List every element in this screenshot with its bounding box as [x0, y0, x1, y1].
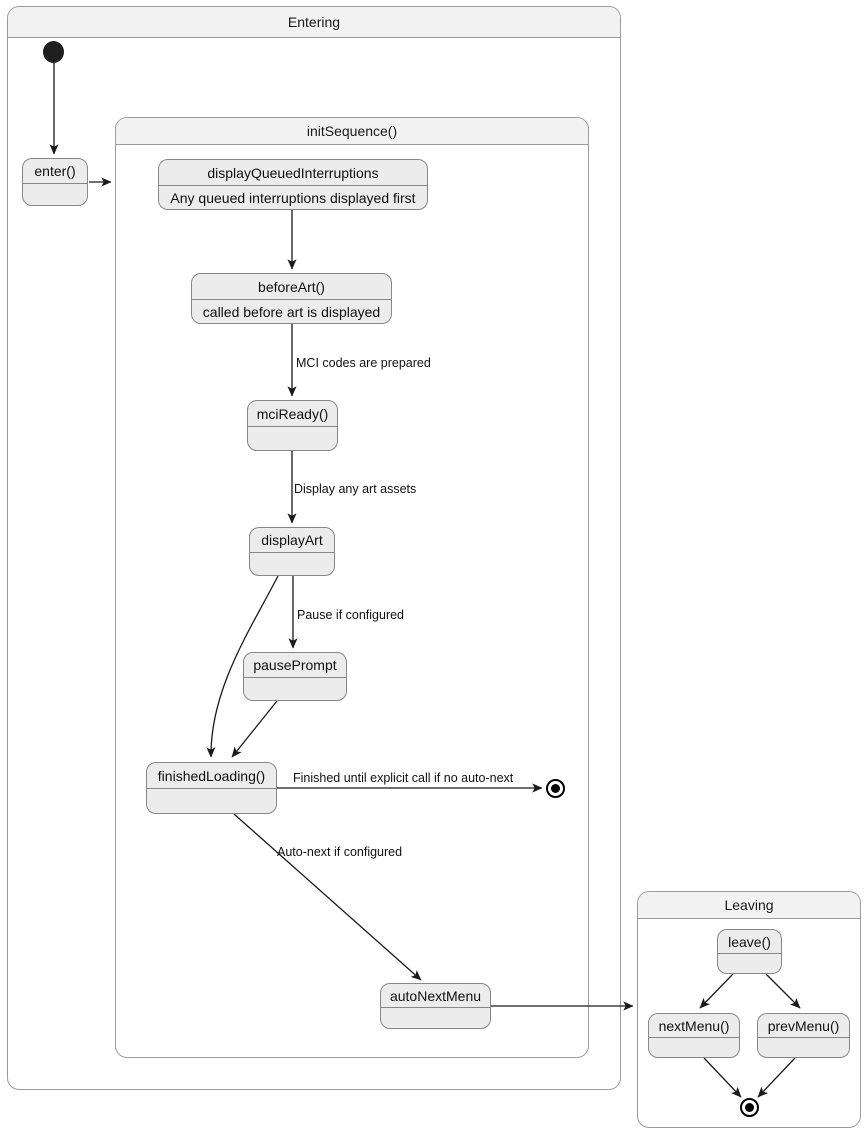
state-finished-loading-body	[147, 789, 276, 813]
edge-label-pause-if-configured: Pause if configured	[297, 608, 405, 622]
edge-next-menu-to-final	[703, 1057, 742, 1098]
state-mci-ready-name: mciReady()	[248, 401, 337, 427]
state-display-art[interactable]: displayArt	[249, 527, 335, 576]
composite-leaving-title: Leaving	[638, 892, 860, 919]
edge-prev-menu-to-final	[757, 1057, 796, 1098]
state-next-menu[interactable]: nextMenu()	[648, 1013, 740, 1058]
state-display-queued-interruptions-body: Any queued interruptions displayed first	[170, 189, 416, 206]
composite-state-init-sequence[interactable]: initSequence()	[115, 117, 589, 1058]
state-pause-prompt[interactable]: pausePrompt	[243, 652, 347, 701]
state-enter-name: enter()	[23, 159, 87, 184]
initial-state-node[interactable]	[43, 41, 64, 63]
state-leave-body	[718, 954, 781, 973]
state-auto-next-menu-name: autoNextMenu	[381, 984, 490, 1008]
state-finished-loading-name: finishedLoading()	[147, 763, 276, 789]
state-next-menu-body	[649, 1038, 739, 1057]
state-prev-menu-body	[758, 1038, 849, 1057]
state-leave-name: leave()	[718, 930, 781, 954]
state-display-queued-interruptions-name: displayQueuedInterruptions	[159, 160, 427, 186]
edge-display-art-to-finished-loading	[206, 575, 279, 758]
final-state-node-leaving[interactable]	[740, 1098, 759, 1117]
edge-label-mci-codes-prepared: MCI codes are prepared	[296, 356, 431, 370]
state-next-menu-name: nextMenu()	[649, 1014, 739, 1038]
state-pause-prompt-body	[244, 678, 346, 700]
state-finished-loading[interactable]: finishedLoading()	[146, 762, 277, 814]
composite-state-leaving[interactable]: Leaving	[637, 891, 861, 1128]
state-display-art-name: displayArt	[250, 528, 334, 553]
composite-init-sequence-title: initSequence()	[116, 118, 588, 145]
edge-leave-to-prev-menu	[765, 973, 801, 1009]
composite-entering-title: Entering	[8, 7, 620, 38]
edge-leave-to-next-menu	[699, 973, 734, 1009]
edge-label-finished-until-explicit-call: Finished until explicit call if no auto-…	[293, 771, 514, 785]
state-before-art-name: beforeArt()	[192, 274, 391, 300]
state-before-art-body: called before art is displayed	[202, 303, 381, 320]
state-prev-menu[interactable]: prevMenu()	[757, 1013, 850, 1058]
state-before-art[interactable]: beforeArt() called before art is display…	[191, 273, 392, 324]
state-enter-body	[23, 184, 87, 205]
state-pause-prompt-name: pausePrompt	[244, 653, 346, 678]
state-display-queued-interruptions[interactable]: displayQueuedInterruptions Any queued in…	[158, 159, 428, 210]
final-state-inner-dot	[551, 784, 560, 793]
state-mci-ready-body	[248, 427, 337, 450]
state-leave[interactable]: leave()	[717, 929, 782, 974]
state-prev-menu-name: prevMenu()	[758, 1014, 849, 1038]
state-mci-ready[interactable]: mciReady()	[247, 400, 338, 451]
edge-finished-loading-to-auto-next-menu	[233, 813, 422, 981]
edge-label-display-art-assets: Display any art assets	[294, 482, 417, 496]
final-state-inner-dot	[745, 1103, 754, 1112]
state-auto-next-menu-body	[381, 1008, 490, 1028]
final-state-node-entering[interactable]	[546, 779, 565, 798]
edge-label-auto-next-if-configured: Auto-next if configured	[277, 845, 403, 859]
edge-pause-prompt-to-finished-loading	[231, 700, 278, 758]
state-auto-next-menu[interactable]: autoNextMenu	[380, 983, 491, 1029]
state-display-art-body	[250, 553, 334, 575]
state-enter[interactable]: enter()	[22, 158, 88, 206]
